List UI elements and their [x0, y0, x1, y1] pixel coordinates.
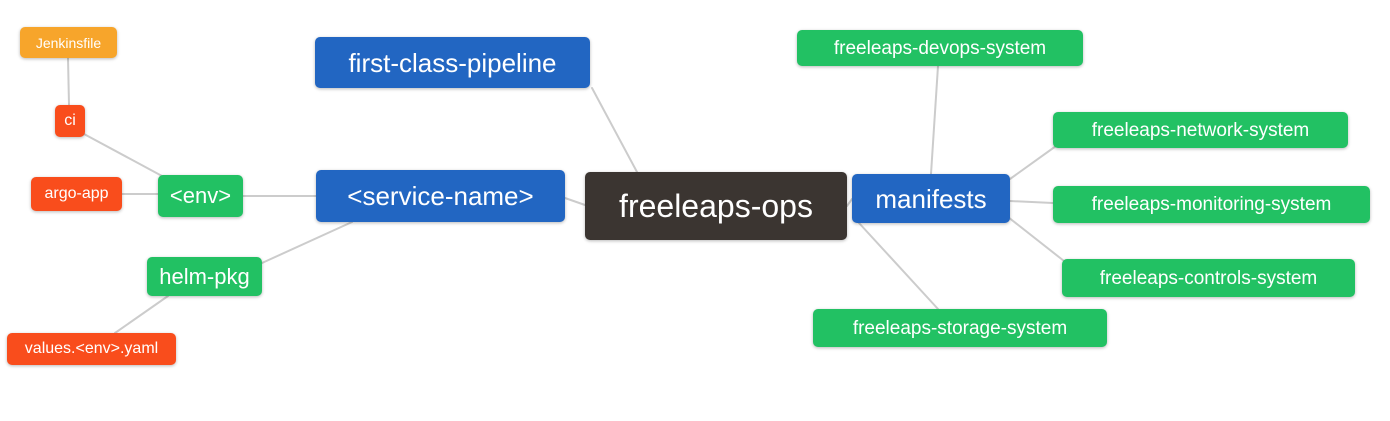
- edge-manifests-freeleaps-monitoring-system: [1009, 200, 1054, 204]
- node-freeleaps-storage-system[interactable]: freeleaps-storage-system: [813, 309, 1107, 347]
- edge-first-class-pipeline-freeleaps-ops: [591, 87, 638, 173]
- edge-manifests-freeleaps-network-system: [1009, 145, 1057, 180]
- node-freeleaps-ops[interactable]: freeleaps-ops: [585, 172, 847, 240]
- edge-service-name-helm-pkg: [261, 221, 353, 264]
- edge-manifests-freeleaps-storage-system: [858, 222, 939, 310]
- edge-helm-pkg-values-env-yaml: [114, 295, 169, 334]
- node-env[interactable]: <env>: [158, 175, 243, 217]
- edge-jenkinsfile-ci: [67, 57, 70, 106]
- node-freeleaps-devops-system[interactable]: freeleaps-devops-system: [797, 30, 1083, 66]
- node-ci[interactable]: ci: [55, 105, 85, 137]
- node-argo-app[interactable]: argo-app: [31, 177, 122, 211]
- node-helm-pkg[interactable]: helm-pkg: [147, 257, 262, 296]
- edge-manifests-freeleaps-controls-system: [1007, 216, 1065, 262]
- node-manifests[interactable]: manifests: [852, 174, 1010, 223]
- node-freeleaps-monitoring-system[interactable]: freeleaps-monitoring-system: [1053, 186, 1370, 223]
- node-jenkinsfile[interactable]: Jenkinsfile: [20, 27, 117, 58]
- node-first-class-pipeline[interactable]: first-class-pipeline: [315, 37, 590, 88]
- edge-ci-env: [83, 133, 163, 177]
- node-freeleaps-network-system[interactable]: freeleaps-network-system: [1053, 112, 1348, 148]
- node-freeleaps-controls-system[interactable]: freeleaps-controls-system: [1062, 259, 1355, 297]
- edge-manifests-freeleaps-devops-system: [930, 65, 939, 175]
- edge-service-name-freeleaps-ops: [564, 197, 586, 206]
- node-values-env-yaml[interactable]: values.<env>.yaml: [7, 333, 176, 365]
- node-service-name[interactable]: <service-name>: [316, 170, 565, 222]
